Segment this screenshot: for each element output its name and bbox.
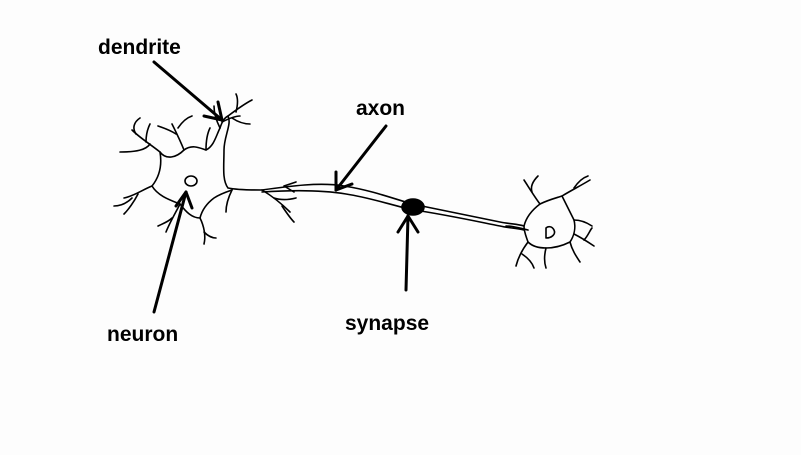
right-neuron-nucleus (546, 227, 555, 238)
dendrite-arrow (154, 62, 222, 120)
axon-line-lower (262, 191, 524, 230)
neuron-arrow (154, 192, 186, 312)
synapse-arrow (406, 216, 408, 290)
synapse-node (402, 199, 424, 215)
label-synapse: synapse (345, 313, 429, 334)
left-neuron-nucleus (185, 176, 197, 186)
axon-arrow (336, 126, 386, 190)
right-neuron-dendrites (506, 176, 594, 268)
label-axon: axon (356, 98, 405, 119)
left-neuron-soma (152, 116, 262, 218)
label-dendrite: dendrite (98, 37, 181, 58)
right-neuron-soma (524, 196, 575, 248)
label-neuron: neuron (107, 324, 178, 345)
